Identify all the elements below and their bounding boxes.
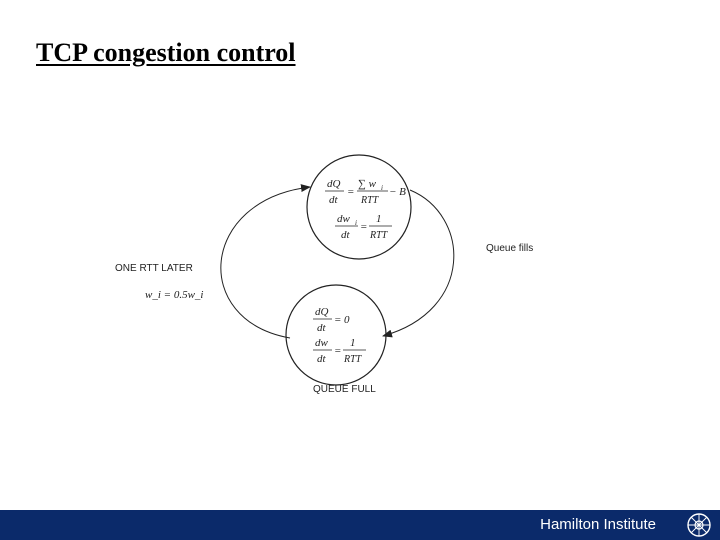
footer-bar: Hamilton Institute	[0, 510, 720, 540]
svg-text:=: =	[347, 186, 354, 198]
top-state-eq2: dw i dt = 1 RTT	[335, 213, 392, 241]
bottom-eq2-lhs-num: dw	[315, 337, 329, 349]
queue-full-label: QUEUE FULL	[313, 384, 376, 395]
top-eq1-sum-num: ∑ w	[358, 178, 377, 190]
top-eq2-rhs-num: 1	[376, 213, 382, 225]
svg-text:=: =	[360, 221, 367, 233]
queue-fills-label: Queue fills	[486, 243, 533, 254]
top-state-circle	[306, 154, 412, 260]
top-eq1-tail: − B	[389, 186, 406, 198]
state-diagram: dQ dt = ∑ w i RTT − B dw i dt = 1 RTT dQ…	[115, 154, 533, 395]
bottom-eq2-rhs-den: RTT	[343, 354, 363, 365]
bottom-eq2-rhs-num: 1	[350, 337, 356, 349]
bottom-state-eq1: dQ dt = 0	[313, 306, 350, 334]
top-eq1-sum-sub: i	[381, 184, 383, 192]
bottom-eq1-lhs-den: dt	[317, 322, 327, 334]
top-eq1-sum-den: RTT	[360, 195, 380, 206]
one-rtt-later-label: ONE RTT LATER	[115, 263, 193, 274]
update-rule: w_i = 0.5w_i	[145, 289, 203, 301]
queue-fills-arrow	[382, 189, 455, 338]
slide-title: TCP congestion control	[36, 38, 296, 67]
top-eq2-rhs-den: RTT	[369, 230, 389, 241]
bottom-eq1-rhs: 0	[344, 314, 350, 326]
bottom-state-circle	[285, 284, 387, 386]
top-eq2-lhs-den: dt	[341, 229, 351, 241]
hamilton-logo-icon	[687, 513, 711, 537]
svg-text:=: =	[334, 345, 341, 357]
bottom-eq2-lhs-den: dt	[317, 353, 327, 365]
bottom-eq1-lhs-num: dQ	[315, 306, 329, 318]
top-state-eq1: dQ dt = ∑ w i RTT − B	[325, 178, 406, 206]
bottom-state-eq2: dw dt = 1 RTT	[313, 337, 366, 365]
svg-text:=: =	[334, 314, 341, 326]
top-eq1-lhs-num: dQ	[327, 178, 341, 190]
top-eq2-lhs-sub: i	[355, 219, 357, 227]
one-rtt-later-arrow	[220, 184, 311, 339]
top-eq2-lhs-num: dw	[337, 213, 351, 225]
top-eq1-lhs-den: dt	[329, 194, 339, 206]
institution-name: Hamilton Institute	[540, 516, 656, 533]
